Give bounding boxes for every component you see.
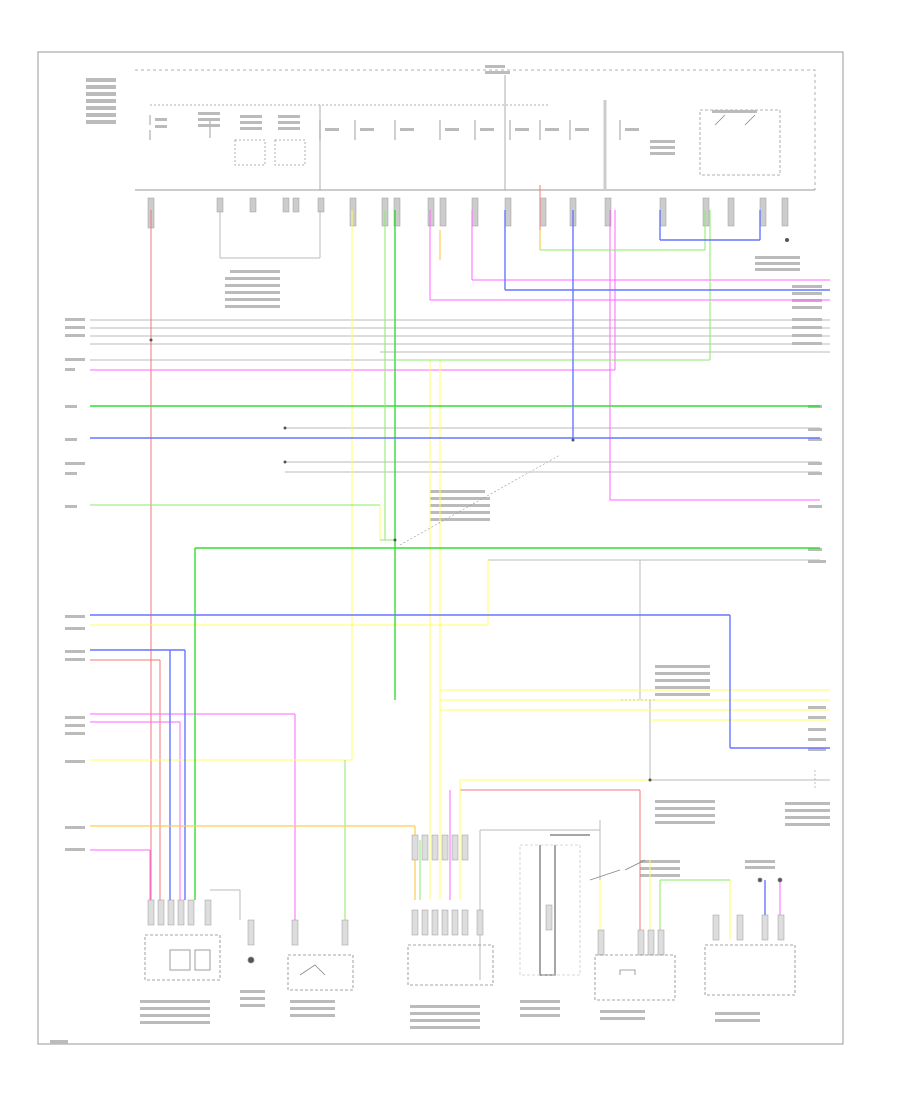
leader-lines — [399, 454, 816, 790]
relay-switch-box — [287, 954, 354, 991]
diagram-border — [37, 51, 844, 1045]
fuse-block — [135, 69, 816, 191]
text-blocks — [50, 65, 830, 1044]
junction-dots — [149, 238, 789, 782]
module-left-box — [144, 934, 221, 981]
fuse-symbols — [149, 114, 756, 140]
right-connector-box — [704, 944, 796, 996]
center-module-box — [407, 944, 494, 986]
bottom-components — [144, 844, 796, 1001]
top-connector-pins — [147, 197, 789, 229]
bottom-connectors — [147, 834, 785, 956]
fuel-module-box — [594, 954, 676, 1001]
wires — [90, 185, 830, 980]
motor-box — [519, 844, 581, 976]
ground-circle — [247, 956, 255, 964]
